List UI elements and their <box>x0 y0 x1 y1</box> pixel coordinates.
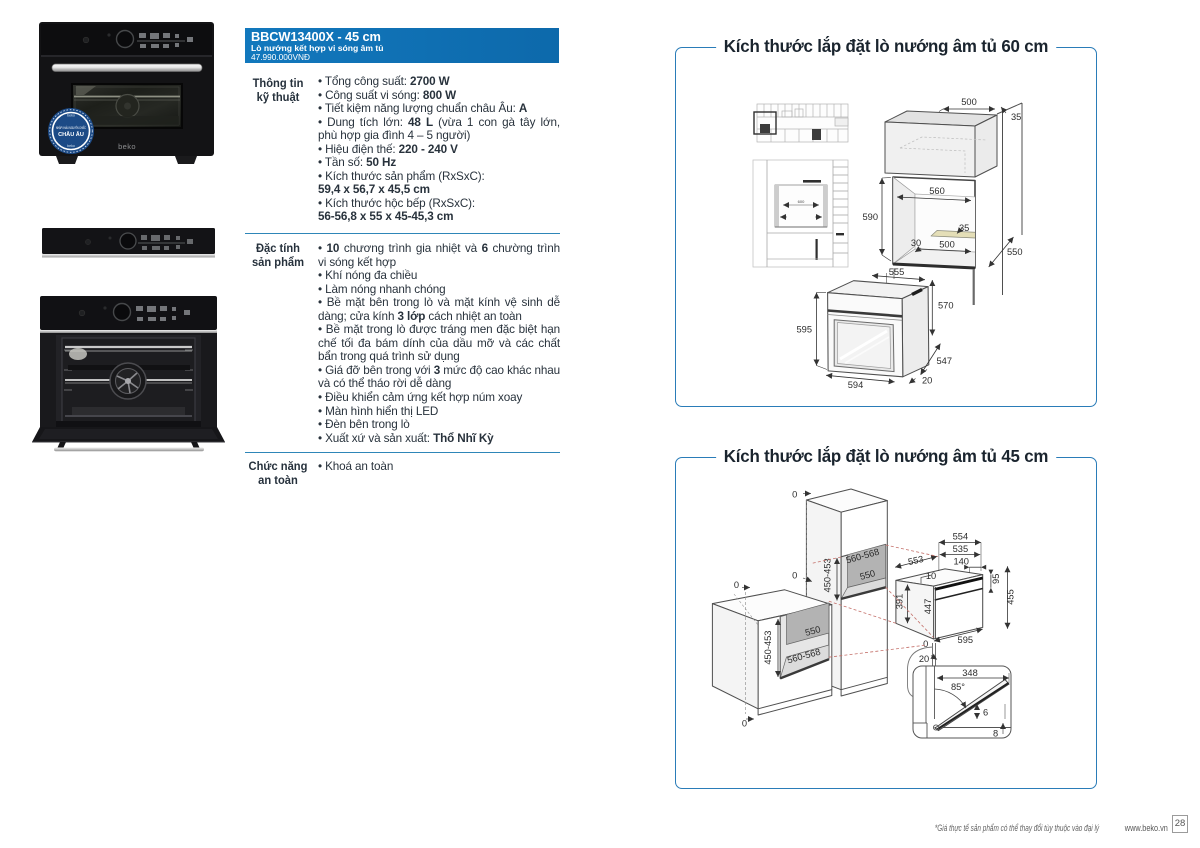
svg-text:beko: beko <box>67 114 75 118</box>
svg-text:570: 570 <box>938 301 954 311</box>
svg-text:30: 30 <box>911 238 921 248</box>
svg-text:140: 140 <box>953 557 969 567</box>
svg-text:590: 590 <box>862 212 878 222</box>
svg-text:550: 550 <box>804 624 822 638</box>
svg-text:455: 455 <box>1006 589 1016 605</box>
svg-text:0: 0 <box>792 571 797 581</box>
svg-text:NHẬP KHẨU NGUYÊN CHIẾC: NHẬP KHẨU NGUYÊN CHIẾC <box>56 125 86 130</box>
svg-text:20: 20 <box>919 654 929 664</box>
svg-text:348: 348 <box>962 668 978 678</box>
svg-text:547: 547 <box>937 356 953 366</box>
svg-text:0: 0 <box>923 639 928 649</box>
svg-text:535: 535 <box>953 544 969 554</box>
svg-text:450-453: 450-453 <box>763 631 773 665</box>
svg-text:0: 0 <box>742 719 747 729</box>
svg-text:8: 8 <box>993 729 998 739</box>
svg-text:beko: beko <box>67 144 75 148</box>
svg-text:391: 391 <box>895 594 905 610</box>
svg-text:0: 0 <box>792 490 797 500</box>
svg-text:500: 500 <box>939 240 955 250</box>
svg-text:595: 595 <box>958 635 974 645</box>
svg-text:554: 554 <box>953 532 969 542</box>
svg-text:85°: 85° <box>951 682 965 692</box>
svg-text:35: 35 <box>959 223 969 233</box>
svg-text:500: 500 <box>961 97 977 107</box>
svg-text:553: 553 <box>907 554 924 567</box>
svg-text:594: 594 <box>848 380 864 390</box>
svg-text:95: 95 <box>991 574 1001 584</box>
svg-text:10: 10 <box>926 571 936 581</box>
svg-text:595: 595 <box>796 325 812 335</box>
svg-text:560: 560 <box>929 186 945 196</box>
svg-text:447: 447 <box>923 599 933 615</box>
svg-text:550: 550 <box>1007 247 1023 257</box>
svg-text:550: 550 <box>859 568 877 582</box>
svg-text:CHÂU ÂU: CHÂU ÂU <box>58 131 84 138</box>
svg-text:35: 35 <box>1011 112 1021 122</box>
svg-text:555: 555 <box>889 267 905 277</box>
svg-text:0: 0 <box>734 580 739 590</box>
svg-text:600: 600 <box>798 199 805 204</box>
svg-text:20: 20 <box>922 376 932 386</box>
svg-text:6: 6 <box>983 708 988 718</box>
svg-text:450-453: 450-453 <box>823 558 833 592</box>
svg-text:beko: beko <box>118 142 136 151</box>
